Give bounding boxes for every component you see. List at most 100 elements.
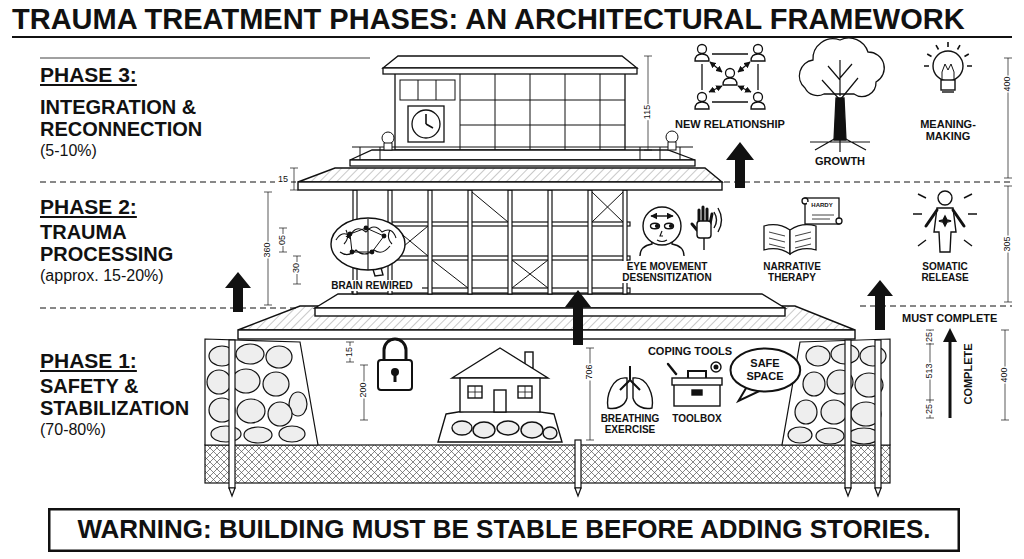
brain-icon [364, 226, 369, 231]
stone [266, 346, 292, 368]
house-icon [543, 427, 557, 439]
dimension-number: 305 [1003, 235, 1013, 252]
narrative-icon [764, 198, 842, 254]
box-outline [49, 509, 959, 551]
dimension-number: 25 [925, 403, 935, 415]
lock-icon [378, 339, 412, 390]
dimension-number: 15 [275, 175, 291, 185]
frame-line [40, 308, 296, 309]
eye-movement-icon [640, 207, 722, 256]
icon-label: SOMATIC RELEASE [908, 261, 982, 283]
phase-name: SAFETY & STABILIZATION [40, 375, 225, 419]
toolbox-icon [692, 390, 702, 395]
stone [268, 402, 292, 426]
relationship-icon [710, 62, 722, 72]
stone [788, 427, 812, 443]
lock-icon [394, 374, 397, 382]
dimension-number: 200 [359, 381, 369, 398]
somatic-icon [926, 210, 964, 226]
eye-movement-icon [643, 207, 681, 245]
phase-heading: PHASE 1: [40, 349, 137, 372]
balcony-railing [380, 147, 381, 160]
glass-house [383, 56, 637, 68]
relationship-icon [702, 54, 758, 102]
dimension-line [290, 168, 298, 190]
dimension-number: 360 [263, 241, 273, 258]
floor-slab [350, 150, 695, 160]
foundation-pile [229, 340, 235, 488]
dimension-line [1004, 186, 1012, 302]
dimension-line [279, 228, 287, 252]
frame-line [40, 58, 370, 59]
relationship-icon [712, 101, 748, 102]
foundation-pile [575, 440, 581, 488]
toolbox-icon [711, 362, 721, 372]
foundation-slab [315, 294, 785, 308]
relationship-icon [757, 64, 758, 90]
speech-bubble: SAFE SPACE [729, 347, 802, 393]
relationship-icon [695, 54, 709, 61]
relationship-icon [738, 86, 751, 92]
stone [860, 346, 886, 366]
relationship-icon [698, 45, 707, 54]
glass-house [436, 80, 437, 100]
steel-frame [508, 190, 512, 294]
foundation-pile [875, 340, 881, 488]
tree-icon [799, 38, 884, 97]
node-text: WARNING: BUILDING MUST BE STABLE BEFORE … [77, 515, 930, 545]
dimension-number: 513 [925, 362, 935, 379]
dimension-line [264, 192, 272, 305]
relationship-icon [751, 102, 765, 109]
icon-label: BRAIN REWIRED [322, 280, 422, 291]
glass-house [383, 68, 637, 74]
warning-box: WARNING: BUILDING MUST BE STABLE BEFORE … [48, 508, 960, 552]
dimension-number: 15 [345, 346, 355, 358]
relationship-icon [726, 69, 735, 78]
lock-icon [378, 360, 412, 390]
icon-label: GROWTH [805, 155, 875, 167]
toolbox-icon [672, 378, 722, 385]
node-text-group: WARNING: BUILDING MUST BE STABLE BEFORE … [77, 515, 930, 545]
foundation-pile [845, 340, 851, 488]
lightbulb-icon [941, 80, 955, 90]
balcony-railing [660, 147, 661, 160]
stone [237, 399, 265, 423]
stone [806, 346, 830, 366]
narrative-icon [836, 218, 842, 224]
steel-frame [432, 260, 468, 288]
frame-line [40, 182, 300, 183]
house-icon [438, 409, 562, 442]
lightbulb-icon [924, 42, 972, 92]
icon-label: COPING TOOLS [640, 345, 740, 357]
steel-frame [512, 260, 548, 288]
brain-icon [350, 250, 355, 255]
glass-house [460, 100, 625, 101]
glass-house [383, 56, 637, 150]
balcony-railing [352, 147, 693, 148]
foundation-slab [238, 306, 855, 330]
lock-icon [384, 339, 406, 360]
up-arrow [949, 340, 952, 418]
somatic-icon [913, 194, 977, 246]
foundation-ground [782, 339, 890, 445]
glass-house [408, 106, 444, 142]
eye-movement-icon [665, 223, 674, 229]
lungs-icon [620, 366, 640, 390]
house-icon [497, 421, 519, 435]
brain-icon [331, 218, 405, 270]
lungs-icon [633, 378, 652, 409]
balcony-railing [352, 147, 693, 160]
floor-slab [298, 168, 722, 182]
dimension-number: 30 [292, 262, 302, 274]
steel-frame [592, 192, 623, 222]
dimension-number: 400 [1003, 75, 1013, 92]
stone [821, 400, 847, 424]
relationship-icon [698, 93, 707, 102]
glass-house [460, 74, 461, 150]
somatic-icon [934, 208, 956, 252]
tree-icon [822, 60, 858, 100]
floor-slab [350, 150, 695, 166]
somatic-icon [913, 191, 977, 252]
up-arrow [943, 328, 957, 342]
